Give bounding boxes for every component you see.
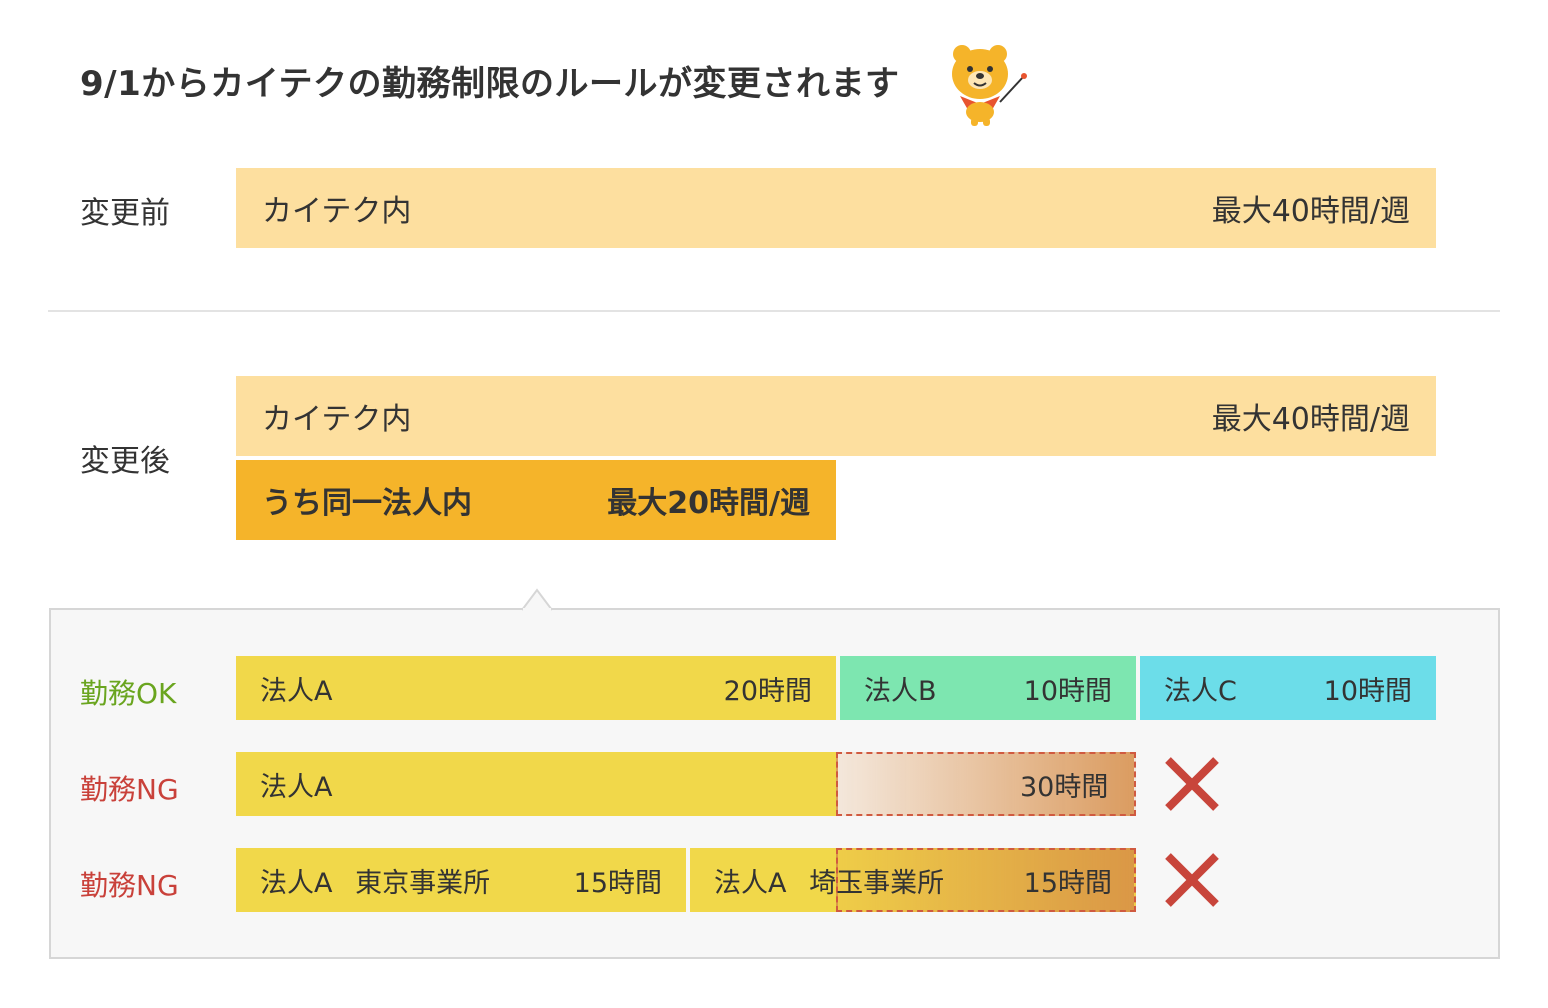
office-name: 埼玉事業所 — [809, 867, 945, 899]
over-limit-segment — [836, 752, 1136, 816]
before-limit-bar: カイテク内 最大40時間/週 — [236, 168, 1436, 248]
status-ng-label: 勤務NG — [80, 869, 179, 902]
cross-icon — [1162, 754, 1222, 814]
before-bar-label: カイテク内 — [262, 194, 412, 229]
corp-c-segment: 法人C 10時間 — [1140, 656, 1436, 720]
corp-hours: 30時間 — [1020, 771, 1109, 803]
after-label: 変更後 — [80, 444, 170, 479]
status-ng-label: 勤務NG — [80, 773, 179, 806]
corp-name: 法人A — [260, 771, 333, 803]
section-divider — [48, 310, 1500, 312]
corp-name: 法人A — [714, 867, 787, 899]
corp-name: 法人B — [864, 675, 937, 707]
same-corp-value: 最大20時間/週 — [607, 486, 810, 521]
after-bar-value: 最大40時間/週 — [1211, 402, 1410, 437]
status-ok-label: 勤務OK — [80, 677, 177, 710]
cross-icon — [1162, 850, 1222, 910]
before-label: 変更前 — [80, 196, 170, 231]
corp-a-segment: 法人A — [236, 752, 836, 816]
corp-name: 法人C — [1164, 675, 1237, 707]
corp-hours: 15時間 — [1023, 867, 1112, 899]
page-title: 9/1からカイテクの勤務制限のルールが変更されます — [80, 64, 900, 104]
corp-a-saitama-text: 法人A 埼玉事業所 15時間 — [690, 848, 1136, 912]
corp-name: 法人A — [260, 675, 333, 707]
corp-a-tokyo-segment: 法人A 東京事業所 15時間 — [236, 848, 686, 912]
office-name: 東京事業所 — [355, 867, 491, 899]
corp-b-segment: 法人B 10時間 — [840, 656, 1136, 720]
after-bar-label: カイテク内 — [262, 402, 412, 437]
before-bar-value: 最大40時間/週 — [1211, 194, 1410, 229]
corp-hours: 15時間 — [573, 867, 662, 899]
after-limit-bar: カイテク内 最大40時間/週 — [236, 376, 1436, 456]
same-corp-label: うち同一法人内 — [262, 486, 472, 521]
corp-hours: 10時間 — [1323, 675, 1412, 707]
corp-name: 法人A — [260, 867, 333, 899]
bear-mascot-icon — [940, 40, 1030, 130]
over-limit-segment — [836, 848, 1136, 912]
corp-office-name: 法人A 東京事業所 — [260, 861, 490, 900]
same-corp-limit-bar: うち同一法人内 最大20時間/週 — [236, 460, 836, 540]
corp-a-segment: 法人A 20時間 — [236, 656, 836, 720]
corp-hours: 20時間 — [723, 675, 812, 707]
corp-hours: 10時間 — [1023, 675, 1112, 707]
